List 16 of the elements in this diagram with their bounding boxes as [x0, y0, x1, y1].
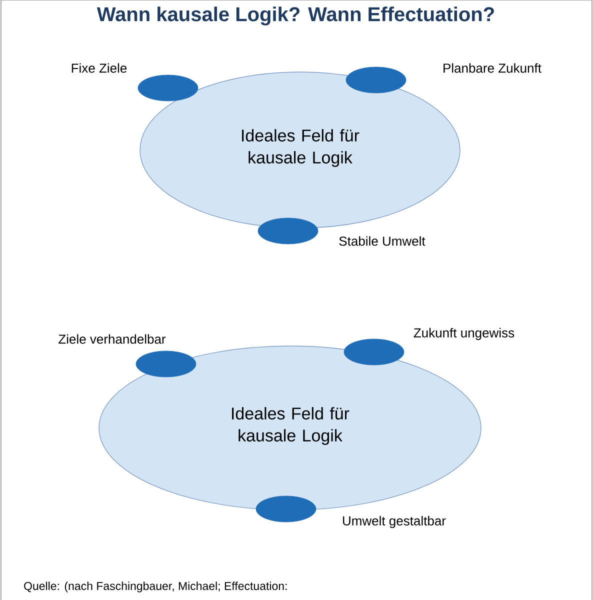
ellipse-marker: [256, 496, 316, 522]
marker-label: Planbare Zukunft: [444, 63, 542, 73]
ellipse-marker: [258, 218, 318, 244]
ellipse-marker: [136, 350, 196, 378]
ellipse-marker: [138, 74, 198, 102]
marker-label: Zukunft ungewiss: [414, 328, 514, 340]
ellipse-field: Ideales Feld für kausale Logik: [98, 346, 482, 510]
marker-label: Umwelt gestaltbar: [342, 516, 446, 528]
ellipse-marker: [344, 338, 404, 366]
source-note: Quelle: (nach Faschingbauer, Michael; Effectuation:: [24, 582, 287, 592]
marker-label: Stabile Umwelt: [339, 236, 426, 246]
ellipse-marker: [346, 66, 406, 94]
ellipse-field: Ideales Feld für kausale Logik: [140, 72, 460, 228]
marker-label: Fixe Ziele: [72, 63, 127, 73]
title: Wann kausale Logik? Wann Effectuation?: [96, 6, 494, 26]
marker-label: Ziele verhandelbar: [58, 334, 166, 344]
